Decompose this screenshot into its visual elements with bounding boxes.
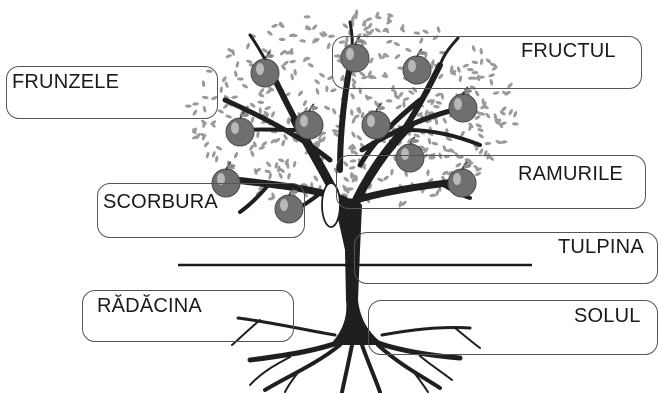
leaf-icon <box>422 29 430 35</box>
leaf-icon <box>474 90 480 97</box>
leaf-icon <box>271 23 279 29</box>
leaf-icon <box>330 88 337 93</box>
leaf-icon <box>237 77 244 81</box>
leaf-icon <box>297 90 304 97</box>
leaf-icon <box>374 27 381 34</box>
leaf-icon <box>215 145 222 151</box>
leaf-icon <box>328 34 335 38</box>
leaf-icon <box>225 114 232 119</box>
leaf-icon <box>475 123 483 129</box>
leaf-icon <box>224 81 229 88</box>
leaf-icon <box>299 39 306 43</box>
leaf-icon <box>211 151 216 158</box>
leaf-icon <box>477 133 484 140</box>
leaf-icon <box>386 99 393 103</box>
leaf-icon <box>311 24 318 31</box>
leaf-icon <box>214 155 219 162</box>
label-solul: SOLUL <box>574 306 641 326</box>
leaf-icon <box>413 31 420 35</box>
leaf-icon <box>258 107 262 114</box>
label-scorbura: SCORBURA <box>103 192 218 212</box>
leaf-icon <box>233 70 238 77</box>
leaf-icon <box>508 108 514 116</box>
leaf-icon <box>289 59 296 63</box>
leaf-icon <box>250 150 256 158</box>
label-tulpina: TULPINA <box>558 237 644 257</box>
leaf-icon <box>265 161 272 168</box>
leaf-icon <box>292 161 297 168</box>
leaf-icon <box>355 9 358 16</box>
leaf-icon <box>245 59 252 64</box>
leaf-icon <box>278 158 286 164</box>
label-ramurile: RAMURILE <box>518 164 623 184</box>
leaf-icon <box>205 151 210 158</box>
leaf-icon <box>342 23 349 30</box>
leaf-icon <box>313 78 320 85</box>
leaf-icon <box>279 38 286 42</box>
leaf-icon <box>290 73 294 80</box>
leaf-icon <box>436 26 441 33</box>
leaf-icon <box>350 93 356 101</box>
leaf-icon <box>350 109 354 116</box>
leaf-icon <box>318 72 325 79</box>
leaf-icon <box>268 173 273 180</box>
leaf-icon <box>257 100 264 104</box>
leaf-icon <box>484 112 491 119</box>
leaf-icon <box>332 129 339 134</box>
leaf-icon <box>356 134 363 141</box>
leaf-icon <box>281 139 286 146</box>
leaf-icon <box>435 100 442 105</box>
leaf-icon <box>241 83 248 89</box>
leaf-icon <box>293 69 297 76</box>
leaf-icon <box>431 141 438 146</box>
leaf-icon <box>512 122 519 126</box>
leaf-icon <box>477 127 484 132</box>
leaf-icon <box>287 172 292 179</box>
leaf-icon <box>484 142 491 146</box>
leaf-icon <box>307 62 314 68</box>
leaf-icon <box>249 102 256 109</box>
leaf-icon <box>512 111 518 119</box>
leaf-icon <box>225 53 233 59</box>
leaf-icon <box>266 30 273 37</box>
leaf-icon <box>270 111 276 119</box>
leaf-icon <box>221 75 228 82</box>
leaf-icon <box>245 42 250 49</box>
leaf-icon <box>304 15 311 18</box>
leaf-icon <box>282 133 288 140</box>
leaf-icon <box>235 61 240 68</box>
leaf-icon <box>442 117 448 125</box>
leaf-icon <box>286 117 291 124</box>
leaf-icon <box>233 151 239 159</box>
leaf-icon <box>427 137 432 144</box>
apple-icon <box>362 104 390 139</box>
leaf-icon <box>278 172 284 180</box>
leaf-icon <box>315 88 320 95</box>
leaf-icon <box>231 95 238 99</box>
leaf-icon <box>395 104 402 110</box>
leaf-icon <box>495 139 503 145</box>
label-frunzele: FRUNZELE <box>12 72 119 92</box>
leaf-icon <box>325 86 328 93</box>
leaf-icon <box>264 105 272 111</box>
leaf-icon <box>256 131 260 138</box>
leaf-icon <box>351 131 357 139</box>
leaf-icon <box>219 86 223 93</box>
label-fructul: FRUCTUL <box>521 41 616 61</box>
root <box>342 345 352 392</box>
leaf-icon <box>433 105 440 109</box>
leaf-icon <box>492 91 499 96</box>
apple-icon <box>295 104 323 139</box>
label-radacina: RĂDĂCINA <box>97 296 202 316</box>
leaf-icon <box>302 99 308 107</box>
leaf-icon <box>326 42 331 49</box>
leaf-icon <box>203 141 210 148</box>
leaf-icon <box>217 108 225 114</box>
leaf-icon <box>312 175 319 182</box>
leaf-icon <box>323 105 331 111</box>
leaf-icon <box>331 108 337 115</box>
leaf-icon <box>402 101 406 108</box>
